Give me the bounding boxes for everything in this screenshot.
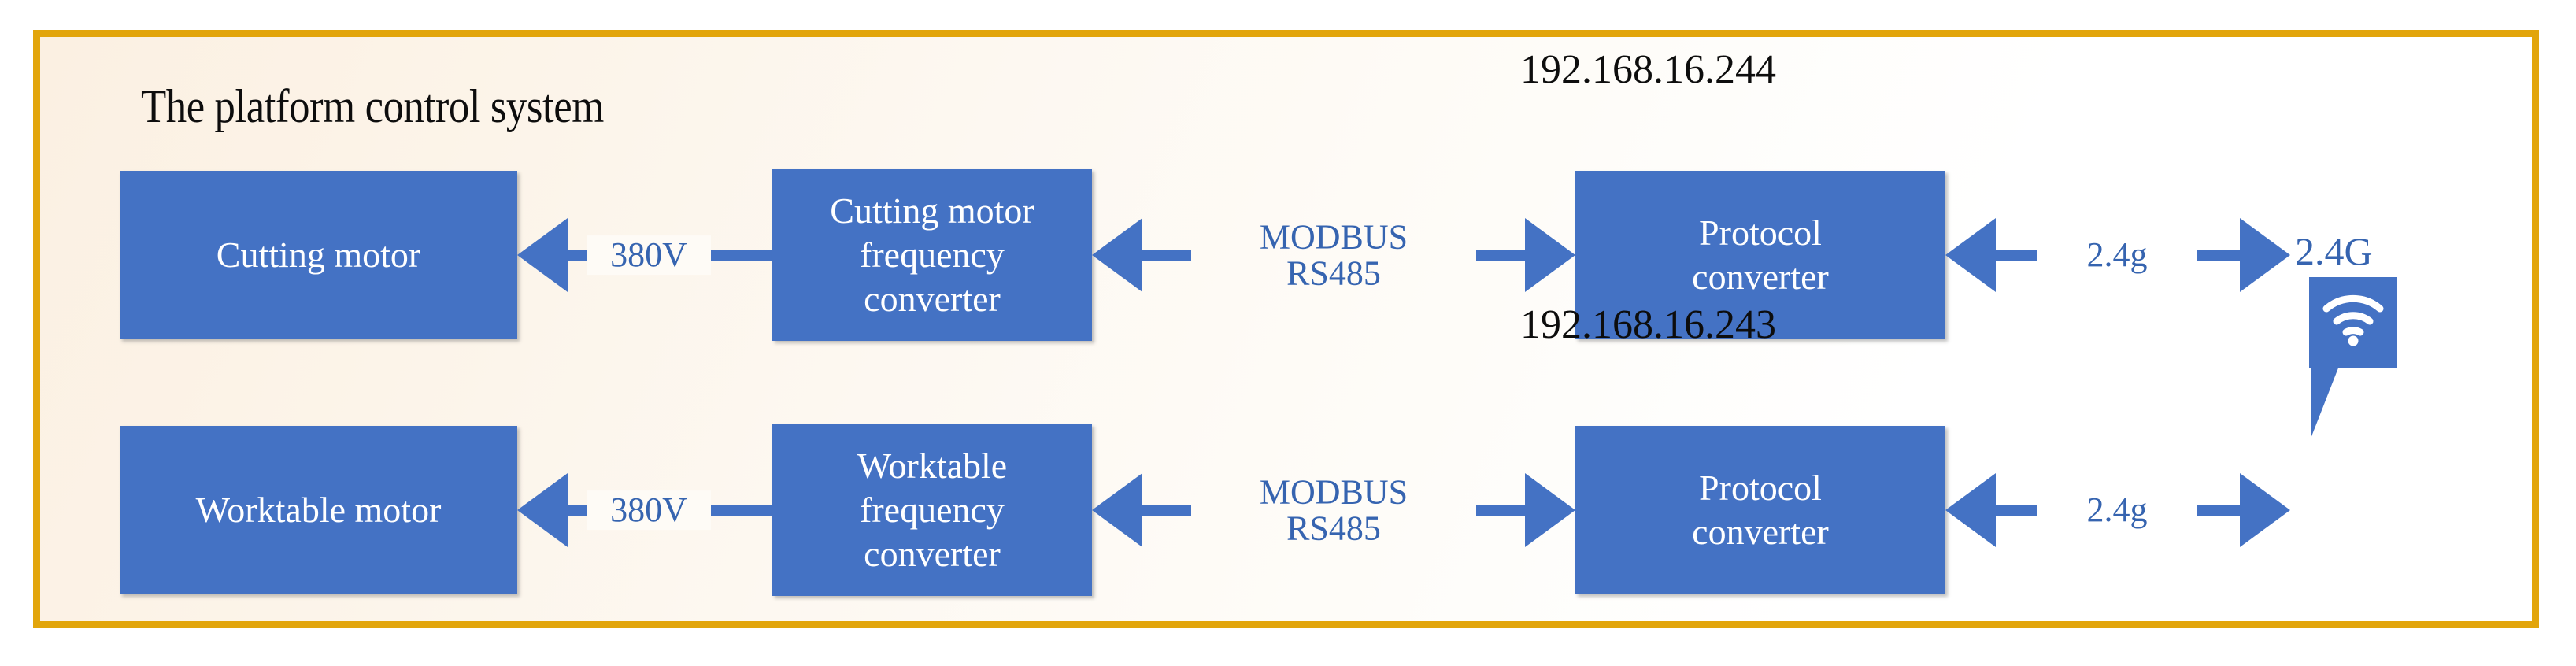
arrow-left-icon <box>517 473 568 547</box>
connector-380v-worktable-label: 380V <box>587 490 711 530</box>
arrow-right-icon <box>1525 218 1575 292</box>
arrow-left-icon <box>1092 473 1142 547</box>
box-protocol-converter-worktable[interactable]: Protocol converter <box>1575 426 1945 594</box>
connector-modbus-worktable-label: MODBUS RS485 <box>1259 472 1408 547</box>
box-worktable-motor[interactable]: Worktable motor <box>120 426 517 594</box>
box-worktable-frequency-converter[interactable]: Worktable frequency converter <box>772 424 1092 596</box>
arrow-right-icon <box>2240 218 2290 292</box>
connector-line-right <box>1476 505 1528 516</box>
connector-line-left <box>1139 250 1191 261</box>
connector-24g-worktable-label: 2.4g <box>2086 490 2148 530</box>
box-protocol-converter-worktable-label: Protocol converter <box>1692 467 1829 552</box>
wifi-bubble-body <box>2309 277 2397 368</box>
box-protocol-converter-cutting-label: Protocol converter <box>1692 212 1829 297</box>
page-title: The platform control system <box>141 80 604 132</box>
arrow-left-icon <box>1945 218 1996 292</box>
connector-line-left <box>1139 505 1191 516</box>
wifi-callout[interactable] <box>2309 260 2427 457</box>
box-protocol-converter-cutting[interactable]: Protocol converter <box>1575 171 1945 339</box>
wifi-bubble-tail <box>2311 366 2339 438</box>
arrow-right-icon <box>1525 473 1575 547</box>
connector-24g-cutting-label: 2.4g <box>2086 235 2148 275</box>
box-worktable-frequency-converter-label: Worktable frequency converter <box>857 445 1008 575</box>
wifi-icon <box>2322 294 2384 346</box>
box-cutting-frequency-converter[interactable]: Cutting motor frequency converter <box>772 169 1092 341</box>
box-cutting-motor-label: Cutting motor <box>216 234 421 275</box>
connector-line-right <box>2197 505 2241 516</box>
box-cutting-frequency-converter-label: Cutting motor frequency converter <box>830 190 1034 320</box>
connector-380v-cutting-label: 380V <box>587 235 711 275</box>
box-cutting-motor[interactable]: Cutting motor <box>120 171 517 339</box>
arrow-left-icon <box>1945 473 1996 547</box>
connector-line-left <box>1993 250 2037 261</box>
arrow-left-icon <box>1092 218 1142 292</box>
diagram-frame: The platform control system Cutting moto… <box>33 30 2539 628</box>
box-worktable-motor-label: Worktable motor <box>195 489 442 530</box>
connector-line-right <box>1476 250 1528 261</box>
connector-modbus-cutting-label: MODBUS RS485 <box>1259 217 1408 292</box>
wifi-label: 2.4G <box>2295 229 2373 273</box>
connector-line-left <box>1993 505 2037 516</box>
ip-address-cutting: 192.168.16.244 <box>1520 47 1776 92</box>
connector-line-right <box>2197 250 2241 261</box>
arrow-left-icon <box>517 218 568 292</box>
arrow-right-icon <box>2240 473 2290 547</box>
ip-address-worktable: 192.168.16.243 <box>1520 302 1776 347</box>
